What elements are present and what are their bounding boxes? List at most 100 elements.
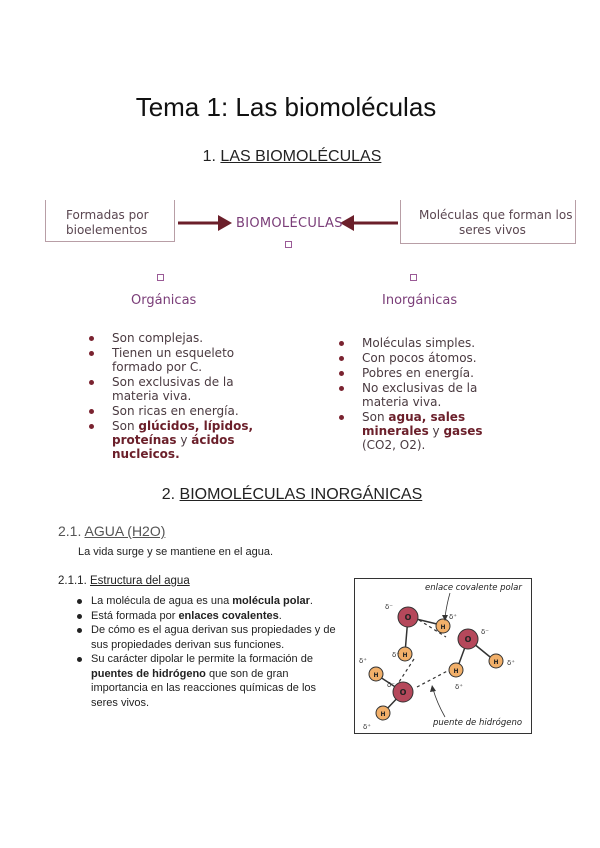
oxygen-atom-icon	[457, 628, 479, 650]
delta-pos-label: δ⁺	[449, 613, 457, 621]
oxygen-atom-icon	[392, 681, 414, 703]
text: De cómo es el agua derivan sus propiedad…	[91, 624, 336, 651]
hydrogen-label: H	[453, 668, 458, 675]
section-2-heading: 2. BIOMOLÉCULAS INORGÁNICAS	[0, 486, 584, 504]
delta-pos-label: δ⁺	[455, 683, 463, 691]
inorganicas-label: Inorgánicas	[382, 293, 458, 308]
text: Son ricas en energía.	[112, 404, 239, 418]
list-item: Son agua, sales minerales y gases (CO2, …	[336, 410, 506, 452]
biomoleculas-label: BIOMOLÉCULAS	[236, 216, 343, 231]
text: Son complejas.	[112, 331, 204, 345]
text: Son	[112, 419, 139, 433]
text: y	[428, 424, 444, 438]
page-title: Tema 1: Las biomoléculas	[135, 92, 437, 122]
text: Tienen un esqueleto formado por C.	[112, 346, 235, 374]
hydrogen-atom-icon	[488, 653, 504, 669]
text: Está formada por	[91, 609, 179, 622]
text: (CO2, O2).	[362, 438, 426, 452]
seres-vivos-box: Moléculas que forman los seres vivos	[400, 200, 576, 244]
seres-vivos-line-1: Moléculas que forman los	[419, 208, 573, 222]
section-2-1-1-title: Estructura del agua	[89, 575, 190, 587]
delta-neg-label: δ⁻	[387, 681, 395, 689]
hydrogen-atom-icon	[448, 662, 464, 678]
bold-text: enlaces covalentes	[178, 609, 279, 622]
hydrogen-atom-icon	[375, 705, 391, 721]
list-item: De cómo es el agua derivan sus propiedad…	[75, 623, 345, 652]
seres-vivos-line-2: seres vivos	[459, 223, 526, 237]
section-2-1-heading: 2.1. AGUA (H2O)	[58, 523, 165, 539]
list-item: Pobres en energía.	[336, 366, 506, 380]
text: y	[176, 433, 192, 447]
list-item: Son complejas.	[86, 331, 256, 345]
list-item: Son exclusivas de la materia viva.	[86, 375, 256, 403]
section-2-1-intro: La vida surge y se mantiene en el agua.	[78, 546, 274, 558]
delta-neg-label: δ⁻	[481, 628, 489, 636]
text: que son de gran importancia en las reacc…	[91, 667, 317, 709]
delta-pos-label: δ⁺	[392, 651, 400, 659]
connector-square-icon	[285, 241, 292, 248]
bold-text: agua, sales minerales	[362, 410, 466, 438]
delta-pos-label: δ⁺	[363, 723, 371, 731]
water-structure-list: La molécula de agua es una molécula pola…	[75, 594, 345, 710]
water-molecules-drawing: O O O H H H H H H δ⁻ δ⁺ δ⁺ δ⁻ δ⁺ δ⁺ δ⁻ δ…	[359, 583, 522, 731]
hydrogen-bond-line	[418, 619, 447, 638]
text: Pobres en energía.	[362, 366, 474, 380]
inorganicas-list: Moléculas simples.Con pocos átomos.Pobre…	[336, 336, 506, 453]
hydrogen-label: H	[373, 672, 378, 679]
delta-neg-label: δ⁻	[385, 603, 393, 611]
text: .	[278, 609, 282, 622]
list-item: Son glúcidos, lípidos, proteínas y ácido…	[86, 419, 256, 461]
bold-text: molécula polar	[232, 595, 310, 607]
label-enlace-covalente: enlace covalente polar	[425, 583, 522, 593]
bioelementos-box: Formadas por bioelementos	[45, 200, 175, 242]
bioelementos-line-2: bioelementos	[66, 223, 148, 237]
section-2-1-1-number: 2.1.1.	[58, 575, 87, 587]
list-item: Son ricas en energía.	[86, 404, 256, 418]
hydrogen-bond-line	[416, 666, 456, 688]
hydrogen-label: H	[380, 711, 385, 718]
hydrogen-label: H	[402, 652, 407, 659]
arrow-right-icon	[178, 215, 232, 231]
hydrogen-label: H	[493, 659, 498, 666]
list-item: Su carácter dipolar le permite la formac…	[75, 652, 345, 710]
bioelementos-line-1: Formadas por	[66, 208, 149, 222]
delta-pos-label: δ⁺	[359, 657, 367, 665]
oxygen-label: O	[405, 613, 412, 622]
organicas-list: Son complejas.Tienen un esqueleto formad…	[86, 331, 256, 462]
hydrogen-bond-line	[398, 658, 415, 683]
water-molecules-figure: O O O H H H H H H δ⁻ δ⁺ δ⁺ δ⁻ δ⁺ δ⁺ δ⁻ δ…	[354, 578, 532, 734]
bold-text: ácidos nucleicos.	[112, 433, 235, 461]
section-2-1-number: 2.1.	[58, 523, 82, 539]
bold-text: puentes de hidrógeno	[91, 667, 206, 680]
text: La molécula de agua es una	[91, 595, 233, 607]
bold-text: gases	[443, 424, 483, 438]
delta-pos-label: δ⁺	[507, 659, 515, 667]
section-2-number: 2.	[161, 486, 176, 503]
text: Son	[362, 410, 389, 424]
section-1-heading: 1. LAS BIOMOLÉCULAS	[0, 148, 584, 166]
list-item: La molécula de agua es una molécula pola…	[75, 594, 345, 609]
section-1-title: LAS BIOMOLÉCULAS	[220, 148, 382, 165]
oxygen-atom-icon	[397, 606, 419, 628]
arrow-left-icon	[340, 215, 398, 231]
hydrogen-atom-icon	[435, 618, 451, 634]
list-item: Moléculas simples.	[336, 336, 506, 350]
connector-square-icon	[157, 274, 164, 281]
hydrogen-atom-icon	[368, 666, 384, 682]
section-2-1-1-heading: 2.1.1. Estructura del agua	[58, 575, 190, 587]
text: .	[309, 595, 313, 607]
bold-text: glúcidos, lípidos, proteínas	[112, 419, 254, 447]
text: Son exclusivas de la materia viva.	[112, 375, 234, 403]
text: Su carácter dipolar le permite la formac…	[91, 653, 313, 665]
text: No exclusivas de la materia viva.	[362, 381, 478, 409]
label-puente-hidrogeno: puente de hidrógeno	[432, 717, 522, 728]
organicas-label: Orgánicas	[131, 293, 197, 308]
hydrogen-atom-icon	[397, 646, 413, 662]
hydrogen-label: H	[440, 624, 445, 631]
connector-square-icon	[410, 274, 417, 281]
section-1-number: 1.	[202, 148, 216, 165]
text: Moléculas simples.	[362, 336, 476, 350]
diagram-arrows	[178, 215, 398, 231]
oxygen-label: O	[400, 688, 407, 697]
list-item: Está formada por enlaces covalentes.	[75, 609, 345, 624]
